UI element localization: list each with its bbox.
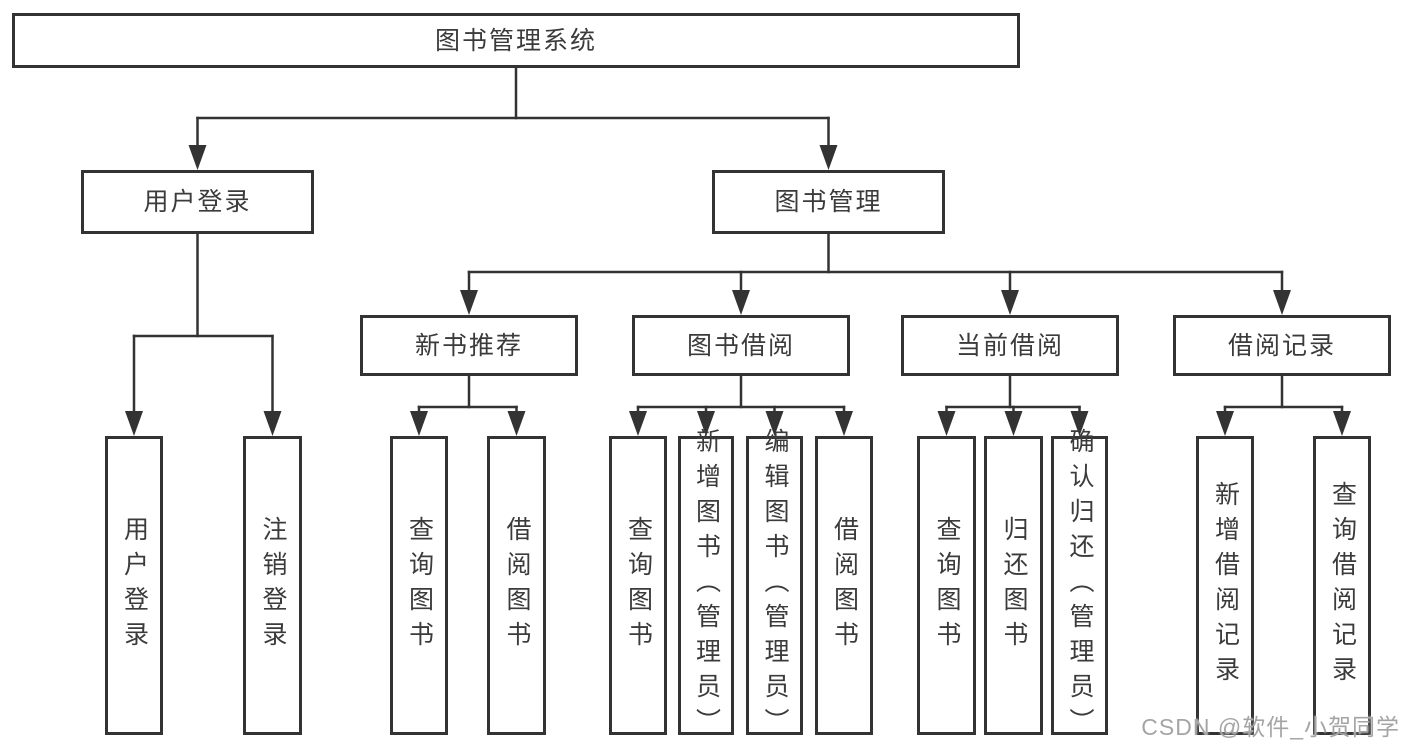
node-label: 图书管理系统 [434, 26, 597, 55]
arrowhead-icon [765, 411, 784, 436]
node-rec-borrow-book: 借阅图书 [487, 436, 546, 735]
node-label: 用户登录 [120, 515, 149, 656]
watermark: CSDN @软件_小贺同学 [1141, 714, 1400, 740]
node-rec-query-book: 查询图书 [390, 436, 448, 735]
node-user-login: 用户登录 [81, 170, 314, 234]
node-label: 注销登录 [259, 515, 287, 656]
arrowhead-icon [410, 411, 428, 436]
node-borrow-record: 借阅记录 [1173, 315, 1391, 376]
arrowhead-icon [263, 411, 282, 436]
arrowhead-icon [125, 411, 143, 436]
node-book-borrow: 图书借阅 [632, 315, 850, 376]
arrowhead-icon [1273, 290, 1291, 315]
node-bor-borrow-book: 借阅图书 [815, 436, 873, 735]
arrowhead-icon [697, 411, 715, 436]
node-cur-query-book: 查询图书 [917, 436, 976, 735]
node-leaf-user-login: 用户登录 [105, 436, 163, 735]
arrowhead-icon [188, 145, 207, 170]
node-root: 图书管理系统 [12, 13, 1020, 68]
arrowhead-icon [937, 411, 956, 436]
node-label: 用户登录 [143, 188, 252, 216]
arrowhead-icon [629, 411, 647, 436]
arrowhead-icon [507, 411, 526, 436]
node-label: 借阅记录 [1227, 331, 1336, 360]
arrowhead-icon [1004, 411, 1023, 436]
node-label: 新增借阅记录 [1211, 480, 1240, 691]
node-bor-query-book: 查询图书 [609, 436, 667, 735]
node-label: 图书借阅 [686, 331, 795, 360]
node-label: 新增图书（管理员） [692, 428, 721, 743]
node-rec-query-borrow-record: 查询借阅记录 [1313, 436, 1371, 735]
arrowhead-icon [732, 290, 750, 315]
arrowhead-icon [835, 411, 853, 436]
node-bor-add-book-admin: 新增图书（管理员） [678, 428, 734, 743]
node-label: 归还图书 [1000, 515, 1028, 656]
node-label: 新书推荐 [414, 331, 523, 360]
node-current-borrow: 当前借阅 [901, 315, 1119, 376]
arrowhead-icon [819, 145, 838, 170]
node-leaf-logout: 注销登录 [243, 436, 302, 735]
node-book-mgmt: 图书管理 [712, 170, 945, 234]
node-label: 借阅图书 [830, 515, 859, 656]
node-label: 查询图书 [933, 515, 961, 656]
arrowhead-icon [1001, 290, 1019, 315]
arrowhead-icon [1216, 411, 1234, 436]
node-label: 查询图书 [405, 515, 434, 656]
node-label: 借阅图书 [503, 515, 531, 656]
node-label: 编辑图书（管理员） [761, 428, 789, 743]
node-label: 确认归还（管理员） [1066, 428, 1094, 743]
node-new-book-rec: 新书推荐 [360, 315, 578, 376]
arrowhead-icon [1070, 411, 1089, 436]
arrowhead-icon [460, 290, 478, 315]
node-bor-edit-book-admin: 编辑图书（管理员） [746, 428, 803, 743]
arrowhead-icon [1333, 411, 1351, 436]
node-cur-confirm-return-admin: 确认归还（管理员） [1051, 428, 1108, 743]
node-cur-return-book: 归还图书 [984, 436, 1043, 735]
node-label: 图书管理 [774, 188, 883, 216]
node-rec-add-borrow-record: 新增借阅记录 [1196, 436, 1254, 735]
node-label: 查询图书 [624, 515, 653, 656]
node-label: 查询借阅记录 [1328, 480, 1357, 691]
node-label: 当前借阅 [955, 331, 1064, 360]
